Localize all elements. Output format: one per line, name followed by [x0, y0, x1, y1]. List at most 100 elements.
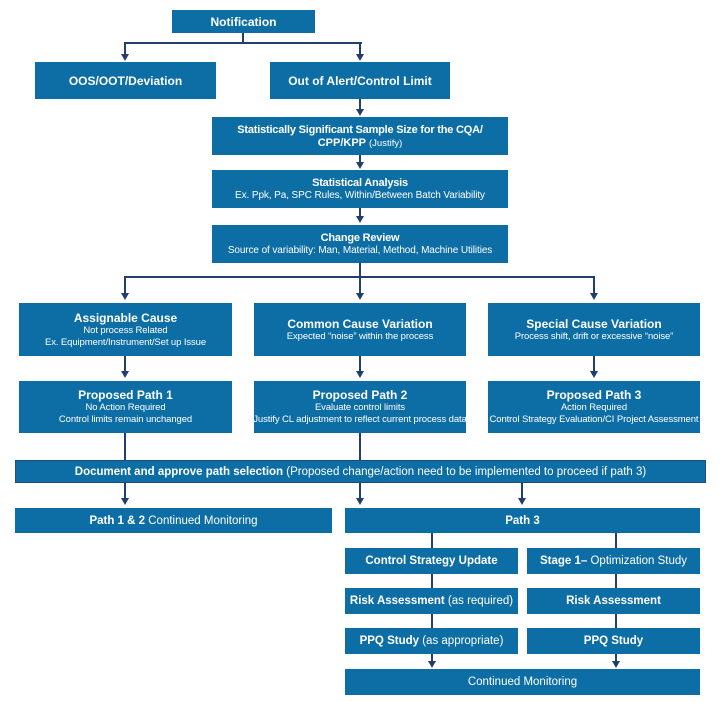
connector-line — [431, 533, 433, 548]
arrowhead-down-icon — [356, 162, 364, 169]
node-subtitle: Control Strategy Evaluation/CI Project A… — [489, 414, 699, 425]
node-title: Common Cause Variation — [287, 316, 433, 331]
node-title: Out of Alert/Control Limit — [288, 73, 432, 88]
node-title: Proposed Path 1 — [78, 388, 173, 402]
node-text-bold: PPQ Study — [583, 635, 644, 647]
node-text: Risk Assessment — [566, 594, 661, 608]
connector-line — [124, 42, 362, 44]
node-subtitle: Control limits remain unchanged — [58, 414, 193, 425]
connector-line — [124, 356, 126, 372]
arrowhead-down-icon — [590, 293, 598, 300]
node-title-note: (Justify) — [369, 137, 403, 149]
node-title: Control Strategy Update — [365, 555, 498, 567]
node-text-rest: Optimization Study — [587, 555, 688, 567]
node-subtitle: Ex. Equipment/Instrument/Set up Issue — [44, 336, 207, 348]
node-text-bold: Risk Assessment — [566, 595, 661, 607]
node-title-bold: CPP/KPP — [317, 136, 367, 149]
node-risk-assessment-left: Risk Assessment (as required) — [345, 588, 518, 614]
node-text-rest: (as appropriate) — [419, 635, 504, 647]
connector-line — [359, 208, 361, 217]
arrowhead-down-icon — [121, 498, 129, 505]
node-title-line2: CPP/KPP(Justify) — [318, 137, 403, 150]
connector-line — [242, 33, 244, 43]
node-ppq-study-left: PPQ Study (as appropriate) — [345, 628, 518, 654]
node-title: OOS/OOT/Deviation — [68, 73, 183, 88]
node-subtitle: Evaluate control limits — [314, 402, 406, 413]
arrowhead-down-icon — [428, 661, 436, 668]
node-subtitle: Source of variability: Man, Material, Me… — [227, 245, 493, 256]
connector-line — [615, 533, 617, 548]
node-stage1-optimization-study: Stage 1– Optimization Study — [527, 548, 700, 574]
node-common-cause-variation: Common Cause Variation Expected “noise” … — [254, 303, 466, 356]
arrowhead-down-icon — [356, 109, 364, 116]
arrowhead-down-icon — [590, 371, 598, 378]
node-subtitle: No Action Required — [85, 402, 166, 413]
connector-line — [359, 42, 361, 55]
node-proposed-path-3: Proposed Path 3 Action Required Control … — [488, 381, 700, 433]
node-document-approve-band: Document and approve path selection (Pro… — [15, 460, 706, 483]
node-title: Change Review — [320, 232, 400, 244]
node-text: PPQ Study — [584, 634, 643, 648]
node-special-cause-variation: Special Cause Variation Process shift, d… — [488, 303, 700, 356]
connector-line — [521, 483, 523, 499]
connector-line — [593, 276, 595, 294]
connector-line — [615, 574, 617, 588]
node-oos-oot-deviation: OOS/OOT/Deviation — [35, 62, 216, 99]
arrowhead-down-icon — [356, 216, 364, 223]
node-proposed-path-1: Proposed Path 1 No Action Required Contr… — [19, 381, 232, 433]
node-text-bold: Stage 1– — [539, 555, 588, 567]
connector-line — [359, 263, 361, 277]
node-subtitle: Not process Related — [83, 324, 168, 336]
node-subtitle: Ex. Ppk, Pa, SPC Rules, Within/Between B… — [235, 190, 485, 201]
connector-line — [431, 654, 433, 662]
node-text: Path 1 & 2 Continued Monitoring — [89, 514, 257, 528]
node-subtitle: Process shift, drift or excessive “noise… — [514, 330, 674, 342]
connector-line — [124, 483, 126, 499]
node-sample-size: Statistically Significant Sample Size fo… — [212, 117, 508, 155]
node-path-1-2-monitoring: Path 1 & 2 Continued Monitoring — [15, 508, 332, 533]
node-text-bold: Path 1 & 2 — [89, 514, 146, 527]
node-title: Proposed Path 2 — [312, 388, 408, 402]
band-text: Document and approve path selection (Pro… — [75, 465, 646, 479]
connector-line — [124, 42, 126, 55]
arrowhead-down-icon — [121, 54, 129, 61]
node-assignable-cause: Assignable Cause Not process Related Ex.… — [19, 303, 232, 356]
arrowhead-down-icon — [612, 661, 620, 668]
node-title: Statistical Analysis — [312, 177, 408, 189]
connector-line — [124, 276, 126, 294]
connector-line — [359, 356, 361, 372]
connector-line — [615, 654, 617, 662]
connector-line — [124, 433, 126, 460]
node-continued-monitoring: Continued Monitoring — [345, 669, 700, 695]
node-text-rest: (as required) — [444, 595, 514, 607]
band-text-bold: Document and approve path selection — [74, 465, 284, 478]
node-text-bold: PPQ Study — [359, 635, 420, 647]
node-text: Stage 1– Optimization Study — [540, 554, 687, 568]
arrowhead-down-icon — [518, 498, 526, 505]
node-control-strategy-update: Control Strategy Update — [345, 548, 518, 574]
node-out-of-alert-control-limit: Out of Alert/Control Limit — [270, 62, 450, 99]
arrowhead-down-icon — [356, 498, 364, 505]
arrowhead-down-icon — [121, 293, 129, 300]
connector-line — [615, 614, 617, 628]
node-text: Risk Assessment (as required) — [350, 594, 513, 608]
node-title-line1: Statistically Significant Sample Size fo… — [237, 123, 483, 136]
node-title: Path 3 — [505, 514, 540, 527]
connector-line — [359, 276, 361, 294]
node-text-bold: Risk Assessment — [349, 595, 445, 607]
connector-line — [359, 155, 361, 163]
node-proposed-path-2: Proposed Path 2 Evaluate control limits … — [253, 381, 467, 433]
node-subtitle: Expected “noise” within the process — [286, 330, 434, 342]
node-title: Assignable Cause — [73, 310, 178, 325]
connector-line — [431, 574, 433, 588]
connector-line — [359, 483, 361, 499]
node-subtitle: Justify CL adjustment to reflect current… — [253, 414, 467, 425]
node-title: Notification — [210, 14, 277, 29]
node-title: Proposed Path 3 — [546, 388, 642, 402]
arrowhead-down-icon — [356, 54, 364, 61]
arrowhead-down-icon — [121, 371, 129, 378]
node-notification: Notification — [172, 10, 315, 33]
band-text-rest: (Proposed change/action need to be imple… — [283, 465, 647, 478]
node-text-rest: Continued Monitoring — [145, 514, 258, 527]
